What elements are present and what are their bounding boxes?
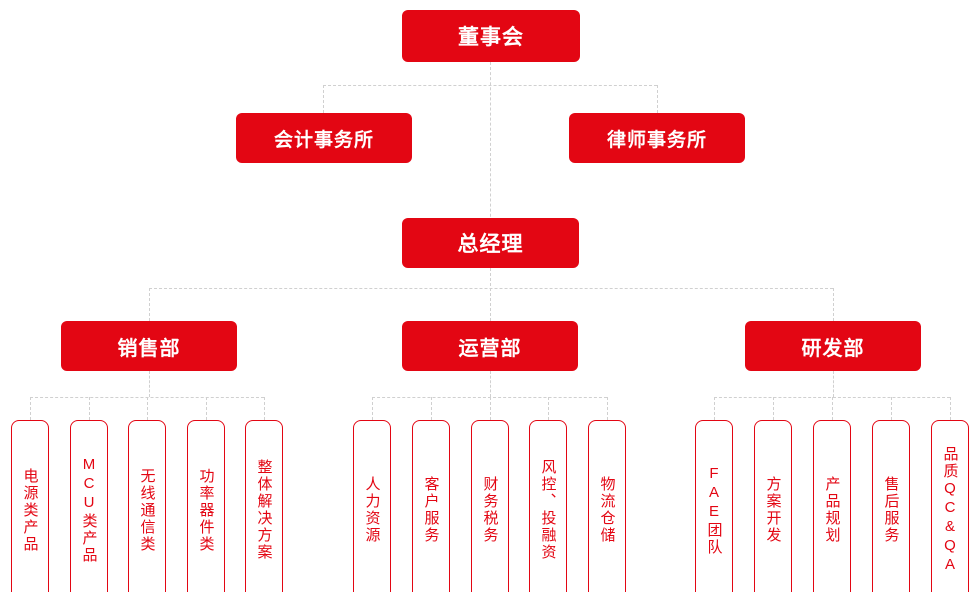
leaf-rd-3[interactable]: 产品规划 [813,420,851,592]
connector-sales-down [149,371,150,397]
leaf-label: 品质QC&QA [941,445,959,575]
connector-ops-bar [372,397,607,398]
leaf-rd-2[interactable]: 方案开发 [754,420,792,592]
connector-sales-leaf-2 [89,397,90,420]
connector-sales-leaf-5 [264,397,265,420]
node-department-sales[interactable]: 销售部 [61,321,237,371]
connector-departments-bar [149,288,833,289]
leaf-sales-2[interactable]: MCU类产品 [70,420,108,592]
leaf-operations-5[interactable]: 物流仓储 [588,420,626,592]
leaf-operations-4[interactable]: 风控、投融资 [529,420,567,592]
leaf-label: FAE团队 [705,464,723,556]
leaf-label: 功率器件类 [197,467,215,553]
connector-ops-leaf-2 [431,397,432,420]
connector-rd-leaf-4 [891,397,892,420]
connector-ops-down [490,371,491,397]
connector-rd-leaf-5 [950,397,951,420]
leaf-label: 财务税务 [481,476,499,544]
leaf-label: 人力资源 [363,476,381,544]
leaf-rd-1[interactable]: FAE团队 [695,420,733,592]
leaf-label: 客户服务 [422,476,440,544]
connector-dept-ops-down [490,288,491,321]
leaf-label: 无线通信类 [138,467,156,553]
leaf-sales-5[interactable]: 整体解决方案 [245,420,283,592]
node-department-rd[interactable]: 研发部 [745,321,921,371]
connector-dept-sales-down [149,288,150,321]
connector-advisor-left-down [323,85,324,113]
leaf-label: 风控、投融资 [539,459,557,561]
connector-ops-leaf-5 [607,397,608,420]
connector-ops-leaf-4 [548,397,549,420]
connector-rd-down [833,371,834,397]
node-board-of-directors[interactable]: 董事会 [402,10,580,62]
leaf-rd-4[interactable]: 售后服务 [872,420,910,592]
node-general-manager[interactable]: 总经理 [402,218,579,268]
connector-sales-leaf-1 [30,397,31,420]
leaf-sales-1[interactable]: 电源类产品 [11,420,49,592]
leaf-label: 方案开发 [764,476,782,544]
connector-dept-rd-down [833,288,834,321]
connector-sales-leaf-4 [206,397,207,420]
connector-advisor-right-down [657,85,658,113]
leaf-label: 产品规划 [823,476,841,544]
leaf-label: MCU类产品 [80,456,98,564]
leaf-label: 售后服务 [882,476,900,544]
leaf-operations-1[interactable]: 人力资源 [353,420,391,592]
node-law-firm[interactable]: 律师事务所 [569,113,745,163]
connector-board-down [490,62,491,242]
node-department-operations[interactable]: 运营部 [402,321,578,371]
leaf-operations-2[interactable]: 客户服务 [412,420,450,592]
connector-rd-leaf-1 [714,397,715,420]
leaf-rd-5[interactable]: 品质QC&QA [931,420,969,592]
leaf-operations-3[interactable]: 财务税务 [471,420,509,592]
leaf-label: 物流仓储 [598,476,616,544]
node-accounting-firm[interactable]: 会计事务所 [236,113,412,163]
connector-rd-leaf-2 [773,397,774,420]
connector-ops-leaf-3 [490,397,491,420]
leaf-label: 电源类产品 [21,467,39,553]
leaf-sales-3[interactable]: 无线通信类 [128,420,166,592]
connector-advisors-bar [323,85,657,86]
connector-ops-leaf-1 [372,397,373,420]
connector-sales-leaf-3 [147,397,148,420]
leaf-sales-4[interactable]: 功率器件类 [187,420,225,592]
connector-rd-leaf-3 [832,397,833,420]
leaf-label: 整体解决方案 [255,459,273,561]
